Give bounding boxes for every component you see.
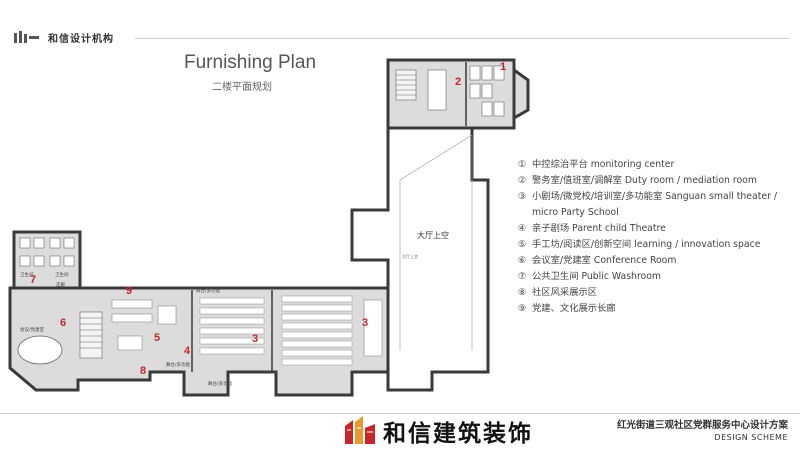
header-divider <box>135 38 790 39</box>
small-label-wc-1: 卫生间 <box>20 271 34 278</box>
design-scheme: DESIGN SCHEME <box>714 433 788 442</box>
label-8: 8 <box>140 365 146 377</box>
footer-divider <box>0 413 800 414</box>
small-label-stage-2: 舞台/多功能 <box>208 380 233 387</box>
small-label-corridor: 走廊 <box>56 281 65 288</box>
label-6: 6 <box>60 317 66 329</box>
brand-logo-icon <box>14 30 39 43</box>
company-logo-icon <box>345 416 375 444</box>
label-9: 9 <box>126 285 132 297</box>
footer-project: 红光街道三观社区党群服务中心设计方案 DESIGN SCHEME <box>617 417 788 442</box>
small-label-meeting: 会议/党建室 <box>20 326 45 333</box>
company-name: 和信建筑装饰 <box>383 420 533 447</box>
header-brand: 和信设计机构 <box>14 30 114 45</box>
label-2: 2 <box>455 76 461 88</box>
main-floor <box>8 286 390 397</box>
label-5: 5 <box>154 332 160 344</box>
label-1: 1 <box>500 61 506 73</box>
brand-name: 和信设计机构 <box>48 34 114 45</box>
hall-void <box>350 126 490 392</box>
top-room-block <box>386 58 530 130</box>
footer-logo: 和信建筑装饰 <box>343 414 533 448</box>
project-title: 红光街道三观社区党群服务中心设计方案 <box>616 420 788 431</box>
hall-small-label: 大厅上空 <box>402 253 418 259</box>
page-title: Furnishing Plan <box>184 52 317 73</box>
small-label-wc-2: 卫生间 <box>55 271 69 278</box>
label-7: 7 <box>30 274 36 286</box>
label-4: 4 <box>184 345 191 357</box>
label-3a: 3 <box>252 333 258 345</box>
small-label-stage-1: 舞台/多功能 <box>196 287 221 294</box>
page-subtitle: 二楼平面规划 <box>212 82 272 93</box>
small-label-stage-3: 舞台/多功能 <box>166 361 191 368</box>
hall-label: 大厅上空 <box>417 230 449 240</box>
washroom-block <box>12 230 82 290</box>
label-3b: 3 <box>362 317 368 329</box>
